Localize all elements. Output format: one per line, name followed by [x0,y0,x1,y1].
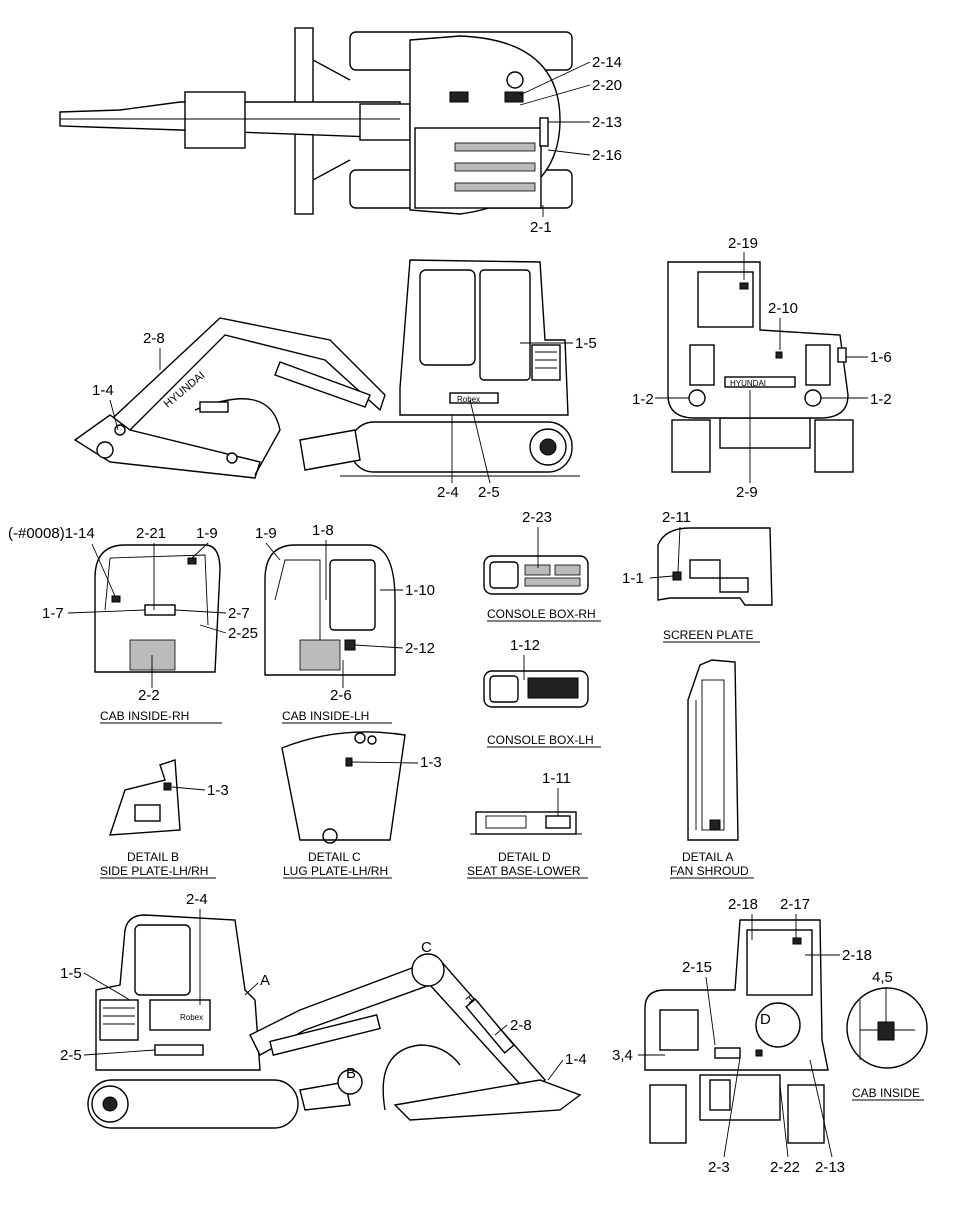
label-2-8-lower: 2-8 [510,1017,532,1034]
side-model-decal: Robex [457,395,480,404]
label-2-10: 2-10 [768,300,798,317]
label-2-5-side: 2-5 [478,484,500,501]
caption-detail-d: DETAIL D [498,850,551,864]
label-2-3: 2-3 [708,1159,730,1176]
side-view-rh: Robex HYUNDAI [87,914,582,1129]
top-view [59,27,573,215]
caption-cab-inside-lh: CAB INSIDE-LH [282,709,369,723]
label-2-4-side: 2-4 [437,484,459,501]
label-1-9-lh: 1-9 [255,525,277,542]
label-2-20: 2-20 [592,77,622,94]
cab-inside-detail-view [846,987,928,1069]
caption-side-plate: SIDE PLATE-LH/RH [100,864,208,878]
label-2-8: 2-8 [143,330,165,347]
label-2-4-lower: 2-4 [186,891,208,908]
label-1-7: 1-7 [42,605,64,622]
caption-detail-c: DETAIL C [308,850,361,864]
label-1-9-rh: 1-9 [196,525,218,542]
label-1-11: 1-11 [542,770,571,787]
caption-cab-inside-rh: CAB INSIDE-RH [100,709,189,723]
caption-seat-base: SEAT BASE-LOWER [467,864,581,878]
label-3-4: 3,4 [612,1047,633,1064]
label-2-1: 2-1 [530,219,552,236]
caption-console-box-rh: CONSOLE BOX-RH [487,607,596,621]
label-1-3-detail-b: 1-3 [207,782,229,799]
lower-side-model-decal: Robex [180,1013,203,1022]
label-2-17: 2-17 [780,896,810,913]
label-2-14: 2-14 [592,54,622,71]
label-2-7: 2-7 [228,605,250,622]
cab-inside-lh-view [264,544,396,676]
side-view-lh: Robex HYUNDAI [73,259,580,479]
label-1-6: 1-6 [870,349,892,366]
cab-inside-rh-view [94,544,221,673]
label-1-12: 1-12 [510,637,540,654]
caption-console-box-lh: CONSOLE BOX-LH [487,733,594,747]
label-2-25: 2-25 [228,625,258,642]
detail-d-seat-base-view [470,811,582,835]
caption-screen-plate: SCREEN PLATE [663,628,753,642]
label-1-2-left: 1-2 [632,391,654,408]
label-1-14: (-#0008)1-14 [8,525,95,542]
label-2-2: 2-2 [138,687,160,704]
label-B: B [346,1065,356,1082]
label-1-10: 1-10 [405,582,435,599]
label-D: D [760,1011,771,1028]
label-1-4-side: 1-4 [92,382,114,399]
label-2-18-top: 2-18 [728,896,758,913]
label-2-23: 2-23 [522,509,552,526]
label-A: A [260,972,270,989]
label-1-5-side: 1-5 [575,335,597,352]
console-box-lh-view [483,670,589,708]
label-2-6: 2-6 [330,687,352,704]
caption-lug-plate: LUG PLATE-LH/RH [283,864,388,878]
detail-b-side-plate-view [109,759,181,836]
detail-a-fan-shroud-view [687,659,739,841]
label-1-4-lower: 1-4 [565,1051,587,1068]
label-2-21: 2-21 [136,525,166,542]
label-1-5-lower: 1-5 [60,965,82,982]
front-view [644,919,829,1144]
label-2-16: 2-16 [592,147,622,164]
label-2-15: 2-15 [682,959,712,976]
detail-c-lug-plate-view [281,731,406,844]
label-2-18-right: 2-18 [842,947,872,964]
label-2-9: 2-9 [736,484,758,501]
label-2-22: 2-22 [770,1159,800,1176]
label-1-8: 1-8 [312,522,334,539]
rear-brand-decal: HYUNDAI [730,379,766,388]
label-2-5-lower: 2-5 [60,1047,82,1064]
console-box-rh-view [483,555,589,595]
caption-detail-b: DETAIL B [127,850,179,864]
label-1-3-detail-c: 1-3 [420,754,442,771]
label-2-13: 2-13 [592,114,622,131]
label-2-19: 2-19 [728,235,758,252]
label-2-13-front: 2-13 [815,1159,845,1176]
label-4-5: 4,5 [872,969,893,986]
caption-detail-a: DETAIL A [682,850,733,864]
label-C: C [421,939,432,956]
caption-fan-shroud: FAN SHROUD [670,864,749,878]
label-1-1: 1-1 [622,570,644,587]
rear-view: HYUNDAI [667,261,854,473]
label-1-2-right: 1-2 [870,391,892,408]
label-2-12: 2-12 [405,640,435,657]
caption-cab-inside: CAB INSIDE [852,1086,920,1100]
label-2-11: 2-11 [662,509,691,526]
screen-plate-view [657,527,773,606]
